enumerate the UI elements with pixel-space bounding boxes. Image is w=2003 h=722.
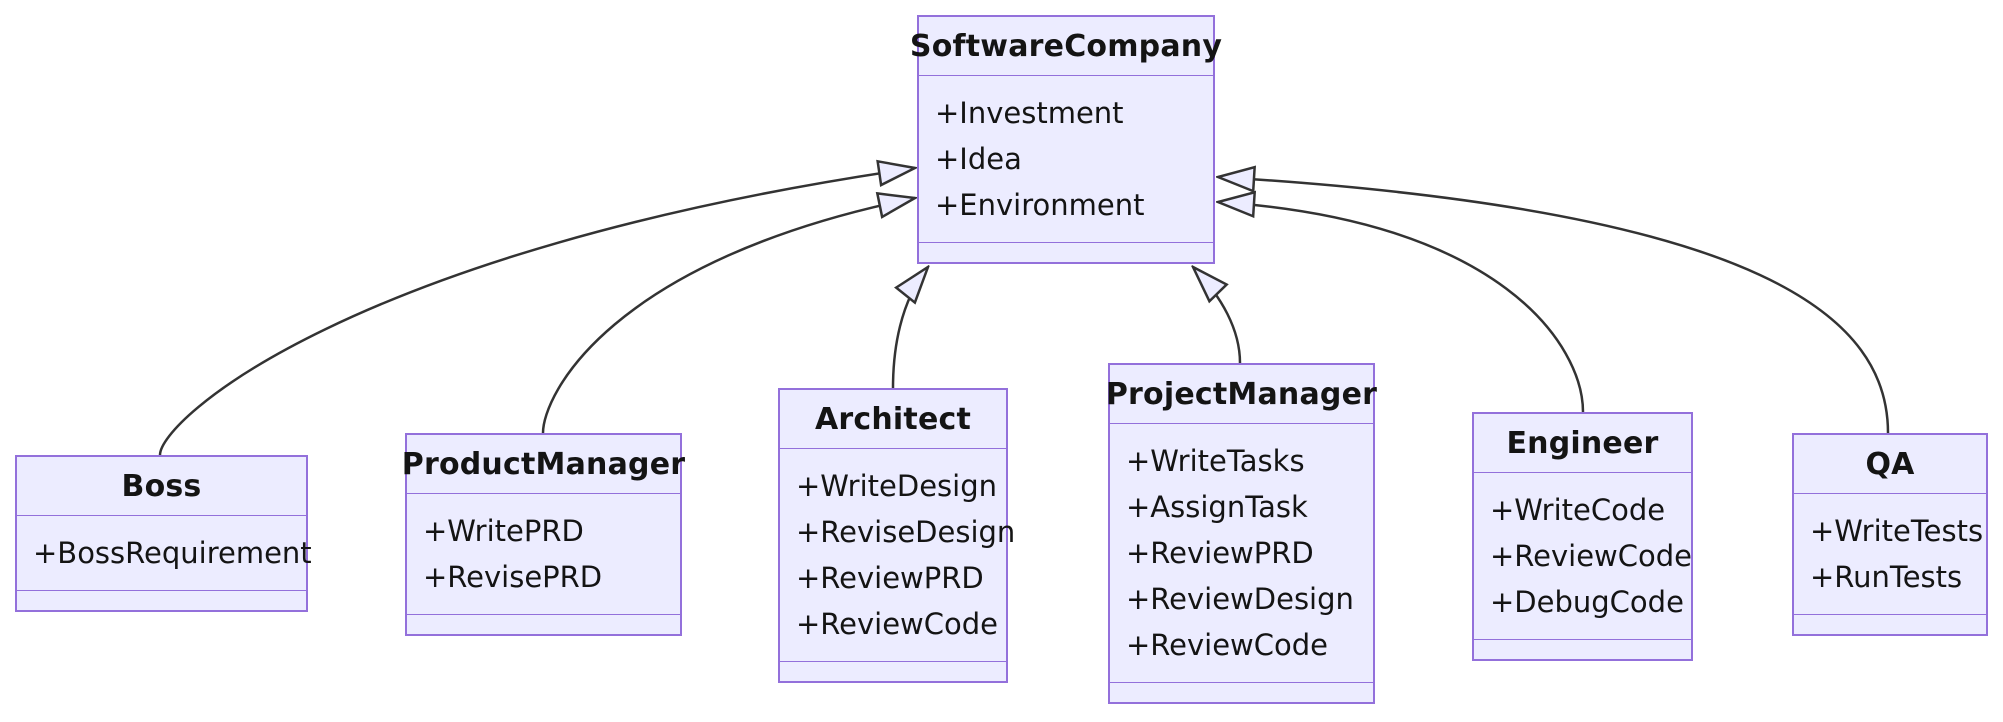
class-title: SoftwareCompany bbox=[909, 28, 1223, 64]
class-node-projectmanager: ProjectManager +WriteTasks +AssignTask +… bbox=[1105, 363, 1378, 704]
class-methods-empty bbox=[407, 614, 680, 634]
class-attribute: +Investment bbox=[935, 96, 1124, 130]
class-attribute: +ReviewCode bbox=[1490, 539, 1693, 573]
class-attribute: +ReviewCode bbox=[796, 607, 999, 641]
class-attribute: +ReviewDesign bbox=[1126, 582, 1354, 616]
edge-qa-inheritance bbox=[1218, 177, 1890, 434]
class-attributes: +WriteTests +RunTests bbox=[1794, 493, 1986, 614]
class-attributes: +BossRequirement bbox=[17, 515, 312, 590]
class-attribute: +DebugCode bbox=[1490, 585, 1684, 619]
edge-architect-inheritance bbox=[891, 267, 928, 389]
class-attribute: +Environment bbox=[935, 188, 1145, 222]
class-attribute: +ReviewPRD bbox=[1126, 536, 1314, 570]
edge-boss-inheritance bbox=[158, 168, 915, 456]
edge-productmanager-inheritance bbox=[541, 198, 915, 434]
class-title: Architect bbox=[814, 401, 972, 437]
class-title: Boss bbox=[121, 468, 202, 504]
class-attribute: +RunTests bbox=[1810, 560, 1963, 594]
class-title: ProductManager bbox=[401, 446, 686, 482]
class-node-qa: QA +WriteTests +RunTests bbox=[1792, 433, 1988, 636]
edge-projectmanager-inheritance bbox=[1193, 267, 1242, 364]
class-node-architect: Architect +WriteDesign +ReviseDesign +Re… bbox=[778, 388, 1016, 683]
class-attribute: +WriteDesign bbox=[796, 469, 997, 503]
class-attribute: +WriteTasks bbox=[1126, 444, 1305, 478]
class-node-engineer: Engineer +WriteCode +ReviewCode +DebugCo… bbox=[1472, 412, 1693, 661]
class-methods-empty bbox=[1110, 682, 1373, 702]
class-title: Engineer bbox=[1506, 425, 1659, 461]
class-title: ProjectManager bbox=[1105, 376, 1378, 412]
class-attribute: +WriteCode bbox=[1490, 493, 1666, 527]
class-methods-empty bbox=[1794, 614, 1986, 634]
class-methods-empty bbox=[1474, 639, 1691, 659]
class-attributes: +WritePRD +RevisePRD bbox=[407, 493, 680, 614]
class-attributes: +WriteTasks +AssignTask +ReviewPRD +Revi… bbox=[1110, 423, 1373, 682]
class-attribute: +WritePRD bbox=[423, 514, 584, 548]
class-attributes: +Investment +Idea +Environment bbox=[919, 75, 1213, 242]
class-attribute: +WriteTests bbox=[1810, 514, 1984, 548]
class-attribute: +ReviewPRD bbox=[796, 561, 984, 595]
class-node-boss: Boss +BossRequirement bbox=[15, 455, 312, 612]
class-attribute: +ReviewCode bbox=[1126, 628, 1329, 662]
class-attributes: +WriteDesign +ReviseDesign +ReviewPRD +R… bbox=[780, 448, 1016, 661]
class-attribute: +BossRequirement bbox=[33, 536, 312, 570]
class-methods-empty bbox=[17, 590, 306, 610]
class-attribute: +ReviseDesign bbox=[796, 515, 1016, 549]
class-attribute: +Idea bbox=[935, 142, 1022, 176]
class-title: QA bbox=[1865, 446, 1915, 482]
class-node-softwarecompany: SoftwareCompany +Investment +Idea +Envir… bbox=[909, 15, 1223, 264]
class-attribute: +RevisePRD bbox=[423, 560, 603, 594]
class-methods-empty bbox=[780, 661, 1006, 681]
class-methods-empty bbox=[919, 242, 1213, 262]
class-node-productmanager: ProductManager +WritePRD +RevisePRD bbox=[401, 433, 686, 636]
edge-engineer-inheritance bbox=[1218, 202, 1585, 413]
class-attribute: +AssignTask bbox=[1126, 490, 1308, 524]
class-attributes: +WriteCode +ReviewCode +DebugCode bbox=[1474, 472, 1693, 639]
